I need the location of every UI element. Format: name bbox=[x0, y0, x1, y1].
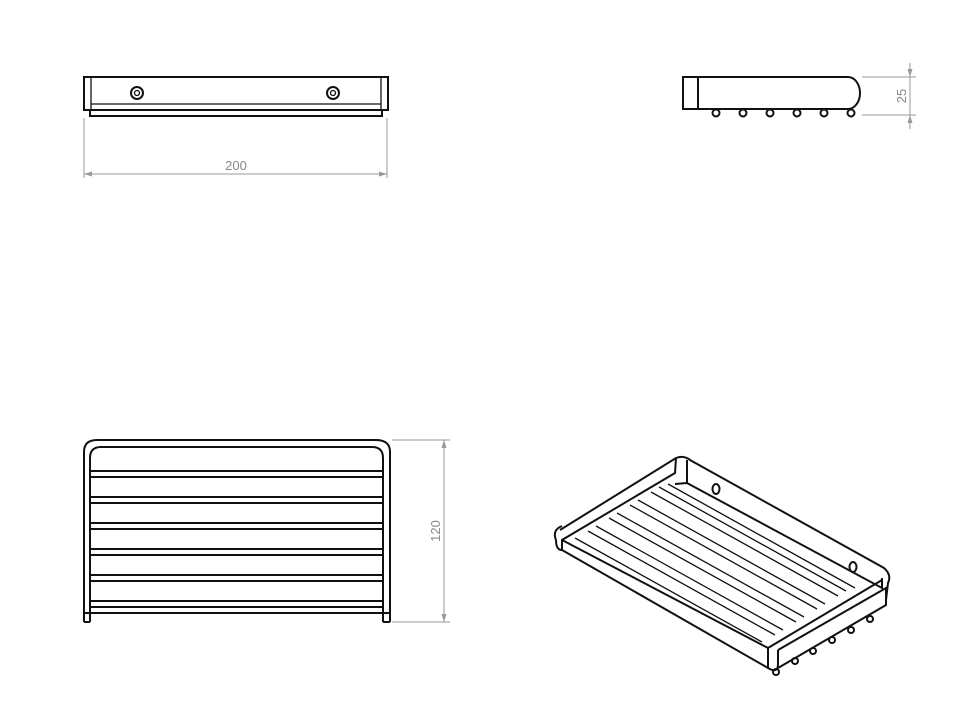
height-dimension-label: 25 bbox=[894, 89, 909, 103]
top-view: 200 bbox=[83, 76, 389, 178]
iso-foot-pegs bbox=[772, 615, 874, 676]
mounting-hole-icon bbox=[848, 561, 858, 573]
foot-pegs bbox=[711, 108, 856, 118]
depth-dimension-label: 120 bbox=[428, 520, 443, 542]
mounting-hole-icon bbox=[326, 86, 340, 100]
height-dimension: 25 bbox=[862, 63, 916, 129]
mounting-hole-icon bbox=[130, 86, 144, 100]
front-view: 120 bbox=[83, 439, 450, 623]
top-view-body bbox=[83, 76, 389, 111]
mounting-hole-icon bbox=[711, 483, 721, 495]
side-view: 25 bbox=[682, 63, 916, 129]
side-view-body bbox=[682, 76, 861, 110]
depth-dimension: 120 bbox=[392, 439, 450, 623]
width-dimension: 200 bbox=[83, 118, 388, 178]
front-view-outline bbox=[83, 439, 391, 622]
isometric-view bbox=[553, 455, 891, 676]
width-dimension-label: 200 bbox=[225, 158, 247, 173]
iso-slats bbox=[574, 483, 856, 643]
slats bbox=[84, 470, 390, 614]
